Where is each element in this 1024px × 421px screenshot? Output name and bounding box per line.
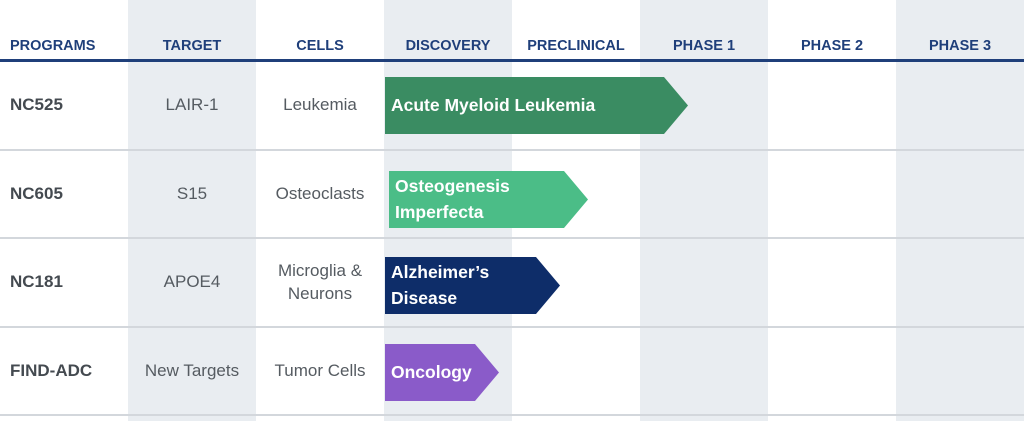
phase-3-column-shade <box>896 0 1024 421</box>
progress-arrow-acute-myeloid-leukemia: Acute Myeloid Leukemia <box>385 77 688 134</box>
target-name: New Targets <box>144 360 240 380</box>
header-programs: PROGRAMS <box>10 38 96 54</box>
header-divider <box>0 59 1024 62</box>
indication-label: Alzheimer’s Disease <box>391 262 490 308</box>
cells-name: Microglia & Neurons <box>277 261 363 303</box>
row-divider <box>0 414 1024 416</box>
header-phase-3: PHASE 3 <box>928 38 992 54</box>
target-column-shade <box>128 0 256 421</box>
target-name: LAIR-1 <box>165 95 219 115</box>
indication-label: Acute Myeloid Leukemia <box>391 94 596 115</box>
header-discovery: DISCOVERY <box>405 38 491 54</box>
header-preclinical: PRECLINICAL <box>527 38 625 54</box>
header-phase-1: PHASE 1 <box>672 38 736 54</box>
target-name: APOE4 <box>163 272 221 292</box>
phase-1-column-shade <box>640 0 768 421</box>
cells-name: Osteoclasts <box>275 183 365 203</box>
cells-name: Leukemia <box>283 95 357 115</box>
row-divider <box>0 149 1024 151</box>
header-phase-2: PHASE 2 <box>800 38 864 54</box>
header-cells: CELLS <box>296 38 344 54</box>
program-name: FIND-ADC <box>10 360 93 380</box>
header-target: TARGET <box>162 38 222 54</box>
indication-label: Osteogenesis Imperfecta <box>395 176 510 222</box>
program-name: NC181 <box>10 272 63 292</box>
target-name: S15 <box>176 183 208 203</box>
row-divider <box>0 326 1024 328</box>
indication-label: Oncology <box>391 361 472 382</box>
progress-arrow-alzheimers-disease: Alzheimer’s Disease <box>385 257 560 314</box>
program-name: NC525 <box>10 95 63 115</box>
program-name: NC605 <box>10 183 63 203</box>
row-divider <box>0 237 1024 239</box>
cells-name: Tumor Cells <box>274 360 366 380</box>
progress-arrow-oncology: Oncology <box>385 344 499 401</box>
progress-arrow-osteogenesis-imperfecta: Osteogenesis Imperfecta <box>389 171 588 228</box>
